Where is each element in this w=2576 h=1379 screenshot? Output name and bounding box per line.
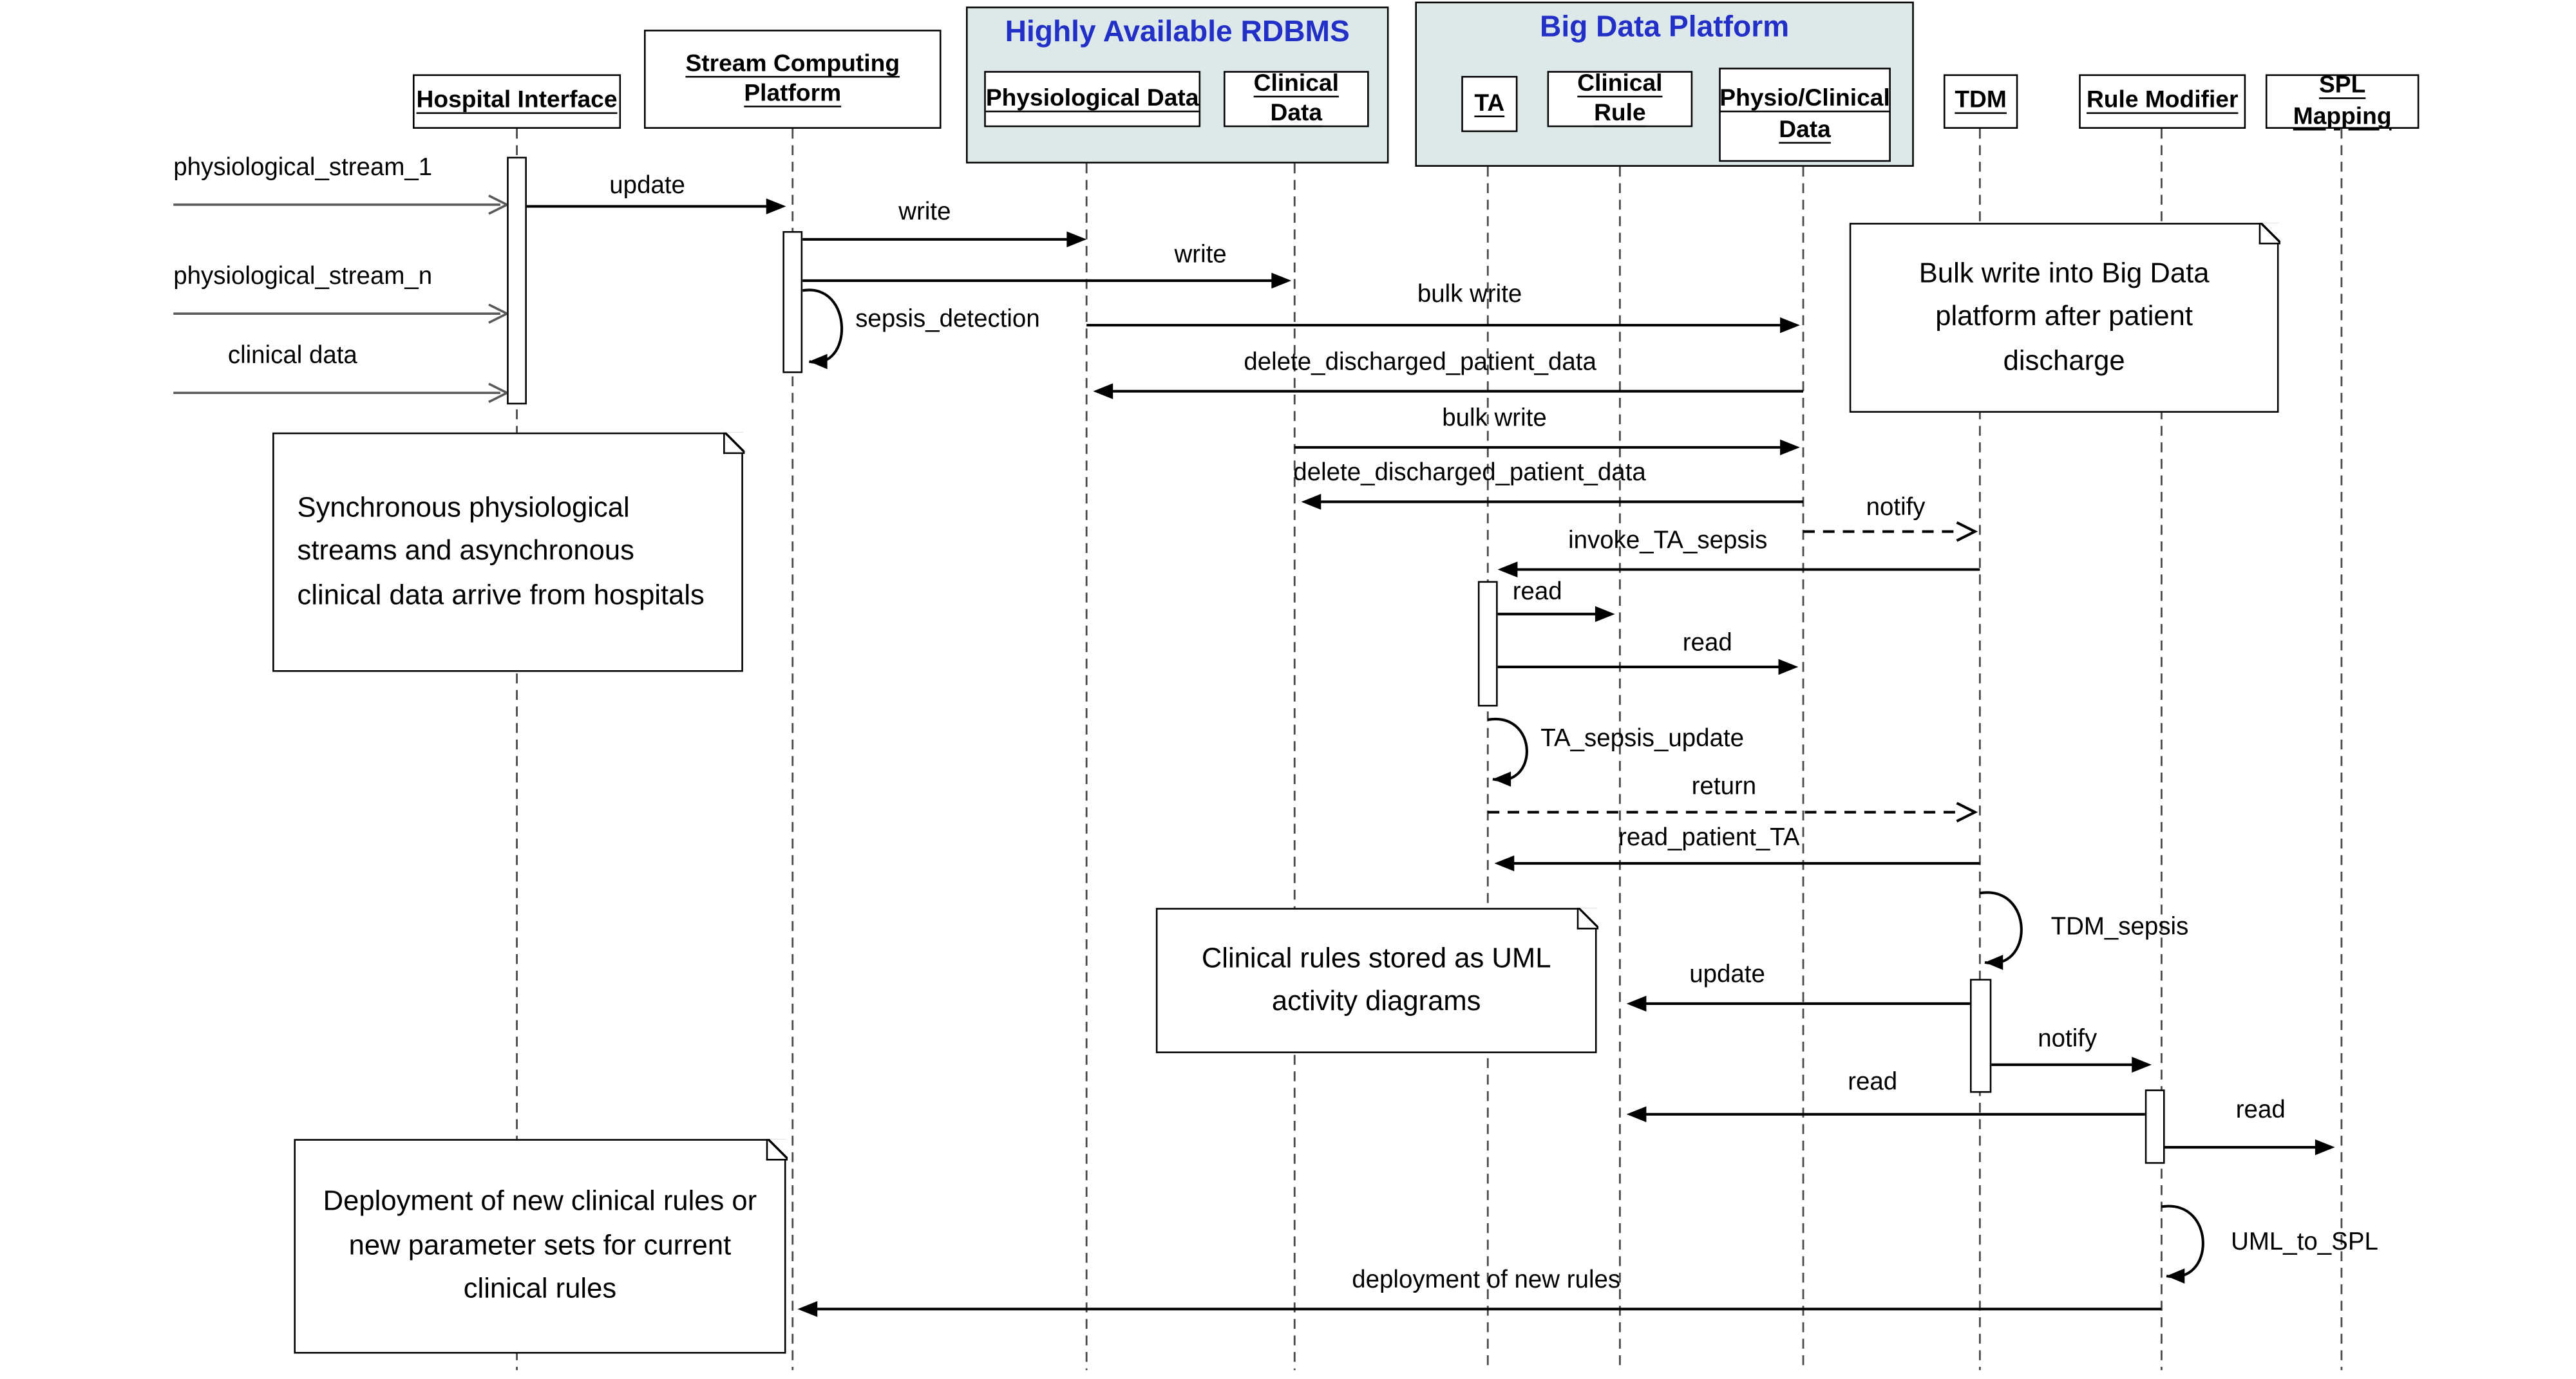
arrowhead-write2 [1271,272,1292,289]
arrowhead-uml-to-spl [2166,1268,2185,1284]
arrowhead-read4 [2315,1139,2335,1156]
message-label-delete1: delete_discharged_patient_data [1244,348,1596,377]
note-bulk-write: Bulk write into Big Data platform after … [1849,221,2280,413]
arrowhead-streamn [488,303,510,324]
message-label-bulk-write1: bulk write [1417,280,1522,309]
participant-box-spl-mapping: SPL Mapping [2265,73,2420,129]
message-label-write1: write [898,198,951,227]
message-label-read4: read [2235,1096,2286,1125]
arrowhead-read-patient-ta [1494,855,1515,872]
arrowhead-read2 [1778,659,1799,675]
arrowhead-ta-sepsis-update [1492,771,1511,787]
message-label-read-patient-ta: read_patient_TA [1618,823,1800,852]
participant-box-physio-clinical-data: Physio/Clinical Data [1719,68,1891,162]
participant-box-tdm: TDM [1943,74,2018,129]
self-loop-sepsis-detection [802,288,844,364]
self-loop-tdm-sepsis [1980,891,2023,965]
activation-hospital-interface [507,156,527,405]
message-label-bulk-write2: bulk write [1442,404,1547,433]
note-fold-icon [722,431,744,453]
message-label-uml-to-spl: UML_to_SPL [2231,1228,2378,1257]
arrowhead-stream1 [488,194,510,215]
arrowhead-return1 [1956,802,1978,823]
arrowhead-read3 [1626,1106,1647,1123]
message-label-sepsis-detection: sepsis_detection [855,305,1040,333]
arrowhead-deployment [797,1301,818,1317]
message-label-notify1: notify [1866,493,1926,522]
frame-highly-available-rdbms: Highly Available RDBMS Physiological Dat… [965,6,1389,164]
arrowhead-read1 [1595,606,1615,623]
participant-box-stream-computing: Stream Computing Platform [643,30,942,129]
self-loop-ta-sepsis-update [1487,717,1528,782]
message-label-return1: return [1691,772,1757,801]
arrowhead-delete1 [1093,383,1113,399]
message-label-streamn: physiological_stream_n [173,262,433,291]
participant-box-clinical-rule: Clinical Rule [1547,71,1693,127]
message-label-invoke-ta-sepsis: invoke_TA_sepsis [1568,526,1768,555]
frame-big-data-platform: Big Data Platform TA Clinical Rule Physi… [1415,1,1914,167]
note-fold-icon [1576,906,1598,929]
arrowhead-bulk-write1 [1780,317,1800,333]
arrowhead-notify2 [2132,1056,2152,1073]
message-label-update2: update [1689,961,1765,989]
arrowhead-write1 [1066,231,1087,248]
activation-rule-modifier [2145,1089,2165,1164]
message-label-deployment: deployment of new rules [1352,1266,1621,1295]
message-label-update: update [609,171,685,200]
frame-title-rdbms: Highly Available RDBMS [1005,15,1350,48]
note-fold-icon [765,1138,787,1160]
activation-stream-computing [782,230,803,373]
participant-box-clinical-data: Clinical Data [1223,71,1369,127]
participant-box-hospital-interface: Hospital Interface [413,74,621,129]
note-deployment-text: Deployment of new clinical rules or new … [323,1186,757,1305]
note-deployment: Deployment of new clinical rules or new … [294,1138,787,1354]
message-label-tdm-sepsis: TDM_sepsis [2050,912,2189,941]
participant-box-ta: TA [1461,75,1518,133]
message-label-read2: read [1682,628,1732,657]
message-label-write2: write [1174,241,1227,269]
arrowhead-tdm-sepsis [1985,955,2003,970]
message-label-clinical-data-in: clinical data [227,341,357,370]
note-fold-icon [2258,221,2280,244]
message-label-delete2: delete_discharged_patient_data [1293,458,1646,487]
arrowhead-invoke-ta-sepsis [1497,561,1518,577]
note-streams: Synchronous physiological streams and as… [272,431,744,672]
arrowhead-bulk-write2 [1780,439,1800,456]
self-loop-uml-to-spl [2161,1205,2204,1279]
participant-box-physiological-data: Physiological Data [984,71,1201,127]
message-label-read3: read [1848,1067,1898,1096]
activation-tdm [1969,979,1992,1093]
arrowhead-update2 [1626,995,1647,1012]
arrowhead-delete2 [1301,494,1321,510]
participant-box-rule-modifier: Rule Modifier [2079,74,2246,129]
message-label-ta-sepsis-update: TA_sepsis_update [1540,724,1745,753]
message-label-read1: read [1512,577,1562,606]
message-label-notify2: notify [2038,1025,2098,1053]
note-bulk-write-text: Bulk write into Big Data platform after … [1918,257,2210,376]
note-clinical-rules: Clinical rules stored as UML activity di… [1155,906,1598,1053]
arrowhead-clinical-data-in [488,382,510,403]
arrowhead-sepsis-detection [809,353,828,370]
frame-title-big-data: Big Data Platform [1539,10,1790,43]
activation-ta [1477,581,1498,707]
arrowhead-notify1 [1956,521,1978,542]
message-label-stream1: physiological_stream_1 [173,153,433,182]
note-streams-text: Synchronous physiological streams and as… [297,492,705,610]
note-clinical-rules-text: Clinical rules stored as UML activity di… [1201,942,1551,1017]
arrowhead-update [766,198,786,214]
